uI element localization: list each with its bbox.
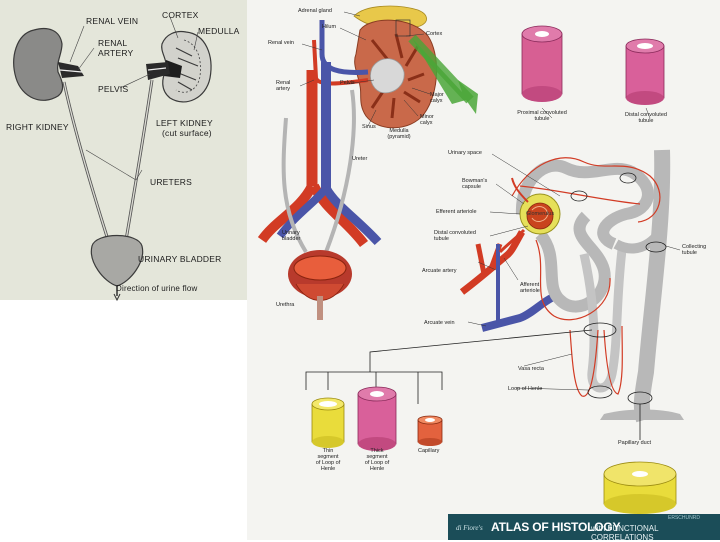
label-urinary-bladder-right-1: Urinary	[282, 230, 300, 236]
bladder-section	[288, 250, 352, 320]
capillary-crosssection	[417, 415, 443, 446]
label-right-kidney: RIGHT KIDNEY	[6, 122, 69, 132]
banner-superscript: ERSCHUNRD	[668, 515, 700, 521]
label-distal-tubule-mid-2: tubule	[434, 236, 449, 242]
magnifier-circles	[570, 172, 667, 405]
left-kidney-cut-shape	[161, 30, 212, 103]
label-pelvis-left: PELVIS	[98, 84, 129, 94]
label-urinary-bladder-right-2: bladder	[282, 236, 301, 242]
ureter-lines	[62, 79, 154, 241]
papillary-duct-crosssection	[603, 461, 677, 514]
glomerulus-shape	[519, 193, 561, 235]
left-leader-lines	[69, 16, 199, 181]
ureter-tubes	[281, 89, 356, 254]
distal-tubule-crosssection	[625, 38, 665, 105]
label-cortex-left: CORTEX	[162, 10, 199, 20]
label-adrenal-gland: Adrenal gland	[298, 8, 332, 14]
label-renal-vein-right: Renal vein	[268, 40, 294, 46]
label-capillary: Capillary	[418, 448, 440, 454]
urinary-bladder-shape	[90, 235, 144, 302]
label-arcuate-vein: Arcuate vein	[424, 320, 455, 326]
banner-title: ATLAS OF HISTOLOGY	[491, 520, 621, 534]
label-glomerulus: Glomerulus	[526, 211, 555, 217]
banner-author: di Fiore's	[456, 524, 483, 532]
thick-segment-crosssection	[357, 386, 397, 451]
label-major-calyx-2: calyx	[430, 98, 443, 104]
label-bowmans-1: Bowman's	[462, 178, 488, 184]
label-collecting-tubule-1: Collecting	[682, 244, 707, 250]
label-loop-of-henle: Loop of Henle	[508, 386, 543, 392]
label-minor-calyx-1: Minor	[420, 114, 434, 120]
label-papillary-duct: Papillary duct	[618, 440, 652, 446]
label-sinus: Sinus	[362, 124, 376, 130]
label-thick-segment-1: Thick	[370, 448, 384, 454]
thin-segment-crosssection	[311, 397, 345, 448]
label-proximal-tubule-2: tubule	[534, 116, 550, 122]
label-urethra: Urethra	[276, 302, 295, 308]
green-pointer-arrow	[408, 34, 478, 114]
proximal-tubule-crosssection	[521, 25, 563, 102]
label-renal-vein: RENAL VEIN	[86, 16, 139, 26]
label-afferent-1: Afferent	[520, 282, 540, 288]
label-minor-calyx-2: calyx	[420, 120, 433, 126]
label-collecting-tubule-2: tubule	[682, 250, 697, 256]
label-medulla-left: MEDULLA	[198, 26, 240, 36]
label-ureter: Ureter	[352, 156, 368, 162]
label-renal-artery-right-1: Renal	[276, 80, 291, 86]
label-urinary-space: Urinary space	[448, 150, 482, 156]
label-ureters: URETERS	[150, 177, 193, 187]
label-renal-artery-right-2: artery	[276, 86, 291, 92]
label-thin-segment-3: of Loop of	[315, 460, 341, 466]
label-urinary-bladder-left: URINARY BLADDER	[138, 254, 222, 264]
label-vasa-recta: Vasa recta	[518, 366, 544, 372]
tubule-network	[515, 159, 665, 393]
label-distal-tubule-mid-1: Distal convoluted	[434, 230, 476, 236]
label-pelvis-right: Pelvis	[340, 80, 355, 86]
label-thick-segment-4: Henle	[369, 466, 385, 472]
label-thick-segment-3: of Loop of	[364, 460, 390, 466]
label-efferent-arteriole: Efferent arteriole	[436, 209, 477, 215]
label-afferent-2: arteriole	[520, 288, 540, 294]
left-hilum-vessels	[146, 62, 170, 80]
label-medulla-right-1: Medulla	[389, 128, 409, 134]
label-renal-artery-line2: ARTERY	[98, 48, 134, 58]
label-distal-tubule-top-1: Distal convoluted	[625, 112, 667, 118]
peritubular-capillaries	[511, 157, 661, 397]
label-distal-tubule-top-2: tubule	[638, 118, 654, 124]
label-cut-surface: (cut surface)	[162, 128, 212, 138]
label-thin-segment-2: segment	[317, 454, 339, 460]
label-left-kidney: LEFT KIDNEY	[156, 118, 213, 128]
label-proximal-tubule-1: Proximal convoluted	[517, 110, 567, 116]
label-hilum: Hilum	[322, 24, 337, 30]
label-direction-flow: Direction of urine flow	[116, 284, 198, 293]
bracket-lines	[305, 329, 641, 440]
right-hilum-vessels	[58, 62, 84, 78]
label-cortex-right: Cortex	[426, 31, 443, 37]
right-leader-lines	[299, 11, 681, 391]
label-thin-segment-4: Henle	[320, 466, 336, 472]
label-arcuate-artery: Arcuate artery	[422, 268, 457, 274]
label-renal-artery-line1: RENAL	[98, 38, 128, 48]
label-bowmans-2: capsule	[462, 184, 481, 190]
label-major-calyx-1: Major	[430, 92, 444, 98]
collecting-duct-shape	[600, 149, 684, 423]
label-thin-segment-1: Thin	[322, 448, 334, 454]
afferent-efferent-arterioles	[498, 177, 529, 254]
banner-subtitle: with FUNCTIONAL CORRELATIONS	[591, 524, 659, 542]
label-thick-segment-2: segment	[366, 454, 388, 460]
right-kidney-shape	[13, 27, 64, 101]
atlas-banner	[448, 514, 720, 540]
label-medulla-right-2: (pyramid)	[387, 134, 411, 140]
